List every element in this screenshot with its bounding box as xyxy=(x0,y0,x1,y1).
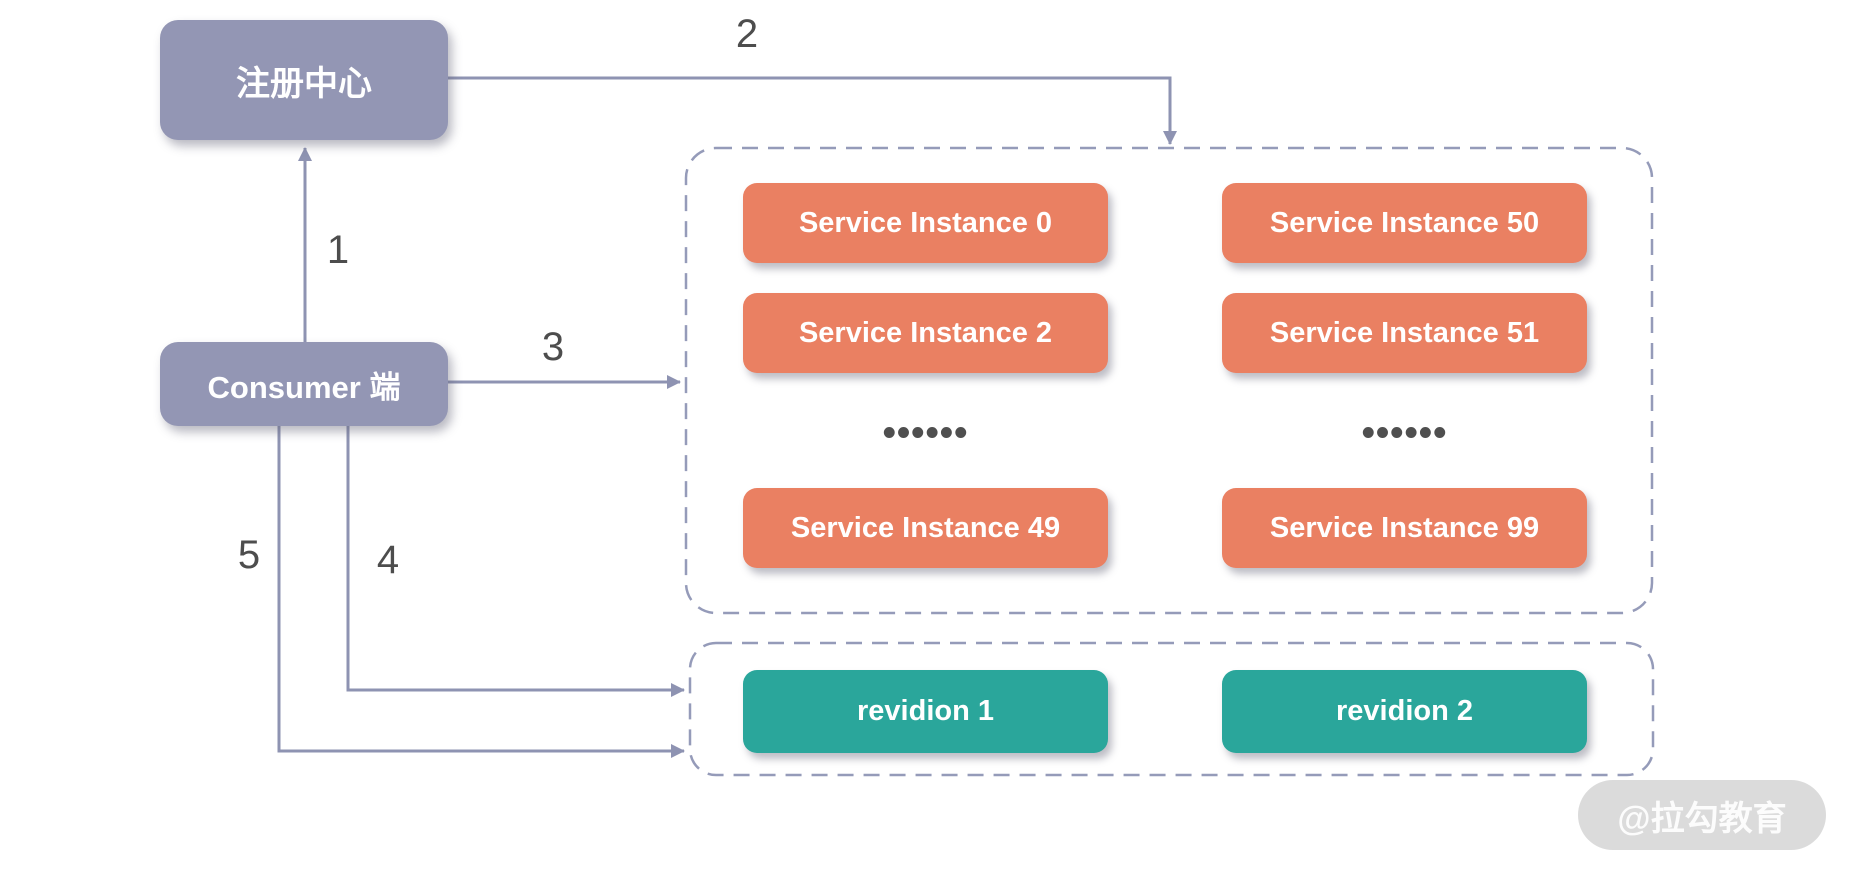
consumer-node: Consumer 端 xyxy=(160,342,448,426)
arrow-2-registry-to-instances xyxy=(448,76,1177,145)
service-instance-box: Service Instance 49 xyxy=(743,488,1108,568)
step-label-1: 1 xyxy=(326,228,350,272)
watermark-badge: @拉勾教育 xyxy=(1578,780,1826,850)
step-label-4: 4 xyxy=(376,538,400,582)
service-instance-box: Service Instance 50 xyxy=(1222,183,1587,263)
service-instance-box: Service Instance 51 xyxy=(1222,293,1587,373)
arrow-5-consumer-to-revisions xyxy=(277,426,685,758)
revision-box: revidion 1 xyxy=(743,670,1108,753)
revision-box: revidion 2 xyxy=(1222,670,1587,753)
registry-center-node: 注册中心 xyxy=(160,20,448,140)
service-instance-box: Service Instance 0 xyxy=(743,183,1108,263)
service-instance-box: Service Instance 2 xyxy=(743,293,1108,373)
service-instance-box: Service Instance 99 xyxy=(1222,488,1587,568)
ellipsis-dots-left: •••••• xyxy=(882,412,969,454)
step-label-3: 3 xyxy=(541,325,565,369)
ellipsis-dots-right: •••••• xyxy=(1361,412,1448,454)
step-label-2: 2 xyxy=(735,12,759,56)
step-label-5: 5 xyxy=(237,533,261,577)
